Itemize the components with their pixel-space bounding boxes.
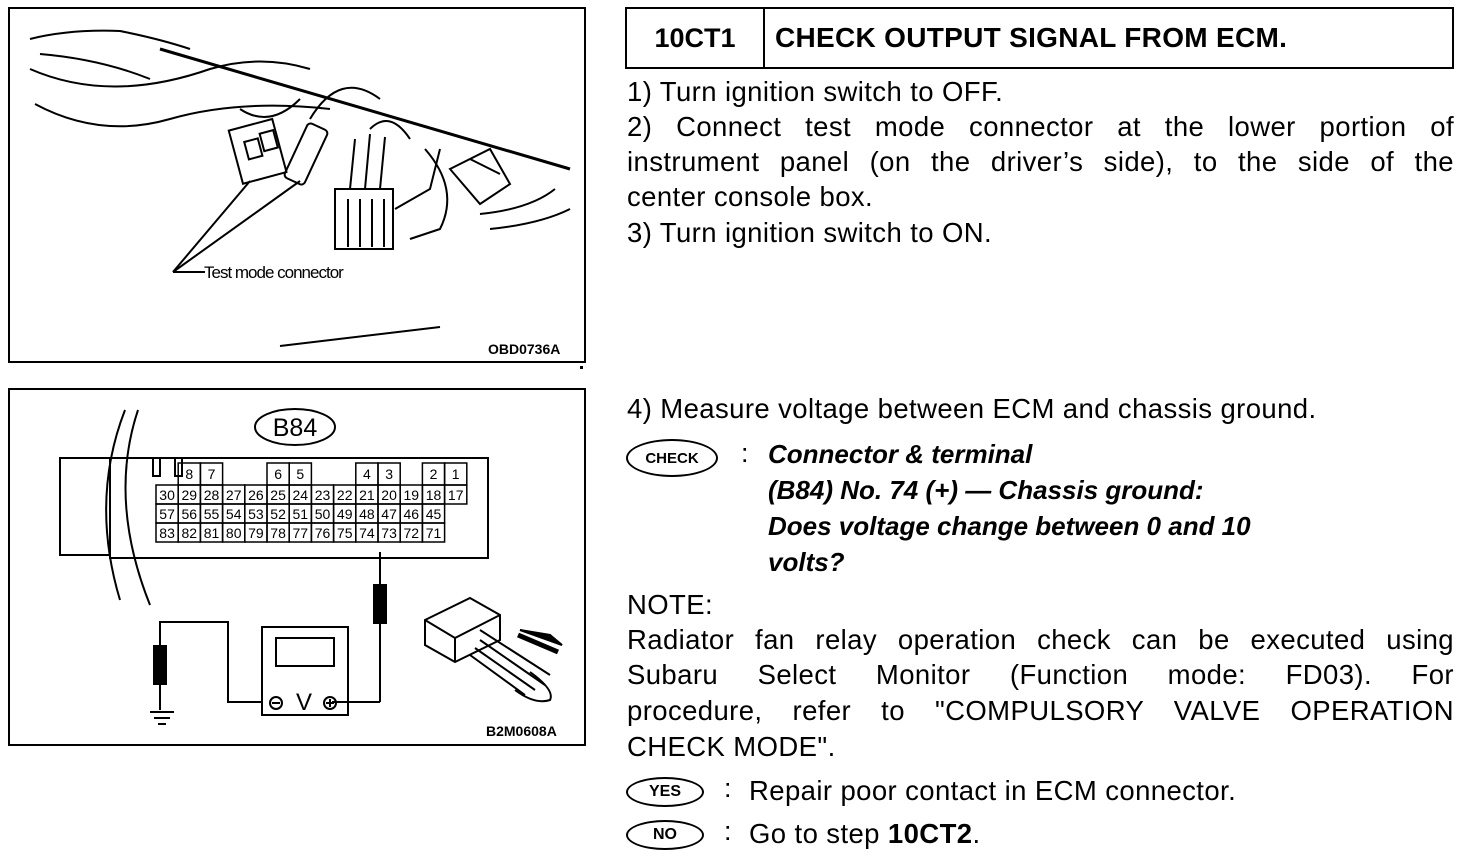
pin-number: 27 (226, 487, 242, 503)
check-badge: CHECK (626, 439, 718, 477)
instruction-step-2-line-3: center console box. (627, 181, 874, 212)
pin-number: 79 (248, 525, 264, 541)
pin-number: 28 (204, 487, 220, 503)
pin-number: 83 (159, 525, 175, 541)
pin-number: 71 (426, 525, 442, 541)
yes-colon: : (724, 773, 732, 803)
pin-number: 80 (226, 525, 242, 541)
figure-test-mode-connector: Test mode connector OBD0736A (8, 7, 586, 363)
pin-number: 25 (270, 487, 286, 503)
connector-label-oval (254, 408, 336, 446)
pin-number: 54 (226, 506, 242, 522)
note-line-4: CHECK MODE". (627, 731, 836, 762)
pin-number: 19 (404, 487, 420, 503)
no-target-step: 10CT2 (887, 818, 973, 849)
pin-number: 74 (359, 525, 375, 541)
instruction-step-2-line-1: 2) Connect test mode connector at the lo… (627, 111, 1454, 142)
figure1-illustration (29, 29, 571, 347)
pin-number: 18 (426, 487, 442, 503)
check-line-4: volts? (768, 547, 845, 577)
pin-number: 72 (404, 525, 420, 541)
yes-badge: YES (626, 777, 704, 807)
check-colon: : (741, 438, 749, 468)
check-criteria: Connector & terminal (B84) No. 74 (+) — … (768, 436, 1251, 580)
figure2-code: B2M0608A (486, 723, 557, 739)
top-pin-number: 5 (296, 466, 304, 482)
figure1-corner-mark (580, 366, 583, 369)
pin-number: 47 (381, 506, 397, 522)
top-pin-number: 3 (385, 466, 393, 482)
instruction-step-1: 1) Turn ignition switch to OFF. (627, 76, 1004, 107)
top-pin-number: 6 (274, 466, 282, 482)
no-badge: NO (626, 820, 704, 850)
step-code: 10CT1 (627, 9, 765, 67)
step-title: CHECK OUTPUT SIGNAL FROM ECM. (775, 22, 1288, 53)
pin-number: 51 (293, 506, 309, 522)
pin-cell (421, 522, 446, 543)
connector-label: B84 (273, 414, 318, 442)
pin-number: 20 (381, 487, 397, 503)
instruction-step-4: 4) Measure voltage between ECM and chass… (627, 393, 1317, 424)
pin-number: 57 (159, 506, 175, 522)
pin-number: 23 (315, 487, 331, 503)
pin-number: 45 (426, 506, 442, 522)
no-colon: : (724, 816, 732, 846)
pin-number: 48 (359, 506, 375, 522)
instruction-step-3: 3) Turn ignition switch to ON. (627, 217, 993, 248)
top-pin-number: 4 (363, 466, 371, 482)
yes-text: Repair poor contact in ECM connector. (749, 775, 1237, 806)
pin-number: 77 (293, 525, 309, 541)
pin-number: 50 (315, 506, 331, 522)
pin-number: 30 (159, 487, 175, 503)
top-pin-number: 7 (208, 466, 216, 482)
pin-number: 55 (204, 506, 220, 522)
top-pin-number: 8 (185, 466, 193, 482)
pin-number: 82 (182, 525, 198, 541)
note-heading: NOTE: (627, 589, 714, 620)
pin-number: 26 (248, 487, 264, 503)
instruction-step-2-line-2: instrument panel (on the driver’s side),… (627, 146, 1454, 177)
pin-number: 29 (182, 487, 198, 503)
no-text-suffix: . (972, 818, 981, 849)
no-text-prefix: Go to step (749, 818, 888, 849)
connector-pin-grid: 30 29 28 27 26 25 24 23 22 21 20 19 18 17 57 56 55 54 53 52… (155, 484, 468, 543)
figure1-label: Test mode connector (204, 263, 344, 282)
pin-number: 22 (337, 487, 353, 503)
pin-number: 24 (293, 487, 309, 503)
pin-number: 49 (337, 506, 353, 522)
pin-number: 81 (204, 525, 220, 541)
no-text: Go to step 10CT2. (749, 816, 981, 852)
note-line-2: Subaru Select Monitor (Function mode: FD… (627, 659, 1454, 690)
pin-number: 52 (270, 506, 286, 522)
pin-number: 73 (381, 525, 397, 541)
pin-number: 46 (404, 506, 420, 522)
top-pin-number: 1 (452, 466, 460, 482)
top-pin-number: 2 (430, 466, 438, 482)
pin-number: 53 (248, 506, 264, 522)
check-line-3: Does voltage change between 0 and 10 (768, 511, 1251, 541)
pin-number: 56 (182, 506, 198, 522)
pin-number: 76 (315, 525, 331, 541)
step-header-table: 10CT1 CHECK OUTPUT SIGNAL FROM ECM. (625, 7, 1454, 69)
pin-number: 78 (270, 525, 286, 541)
check-line-2: (B84) No. 74 (+) — Chassis ground: (768, 475, 1204, 505)
pin-number: 75 (337, 525, 353, 541)
figure1-code: OBD0736A (488, 341, 561, 357)
pin-number: 17 (448, 487, 464, 503)
note-line-3: procedure, refer to "COMPULSORY VALVE OP… (627, 695, 1454, 726)
note-line-1: Radiator fan relay operation check can b… (627, 624, 1454, 655)
pin-number: 21 (359, 487, 375, 503)
voltmeter-symbol: V (296, 689, 312, 716)
pin-cell (443, 484, 468, 505)
check-line-1: Connector & terminal (768, 439, 1033, 469)
